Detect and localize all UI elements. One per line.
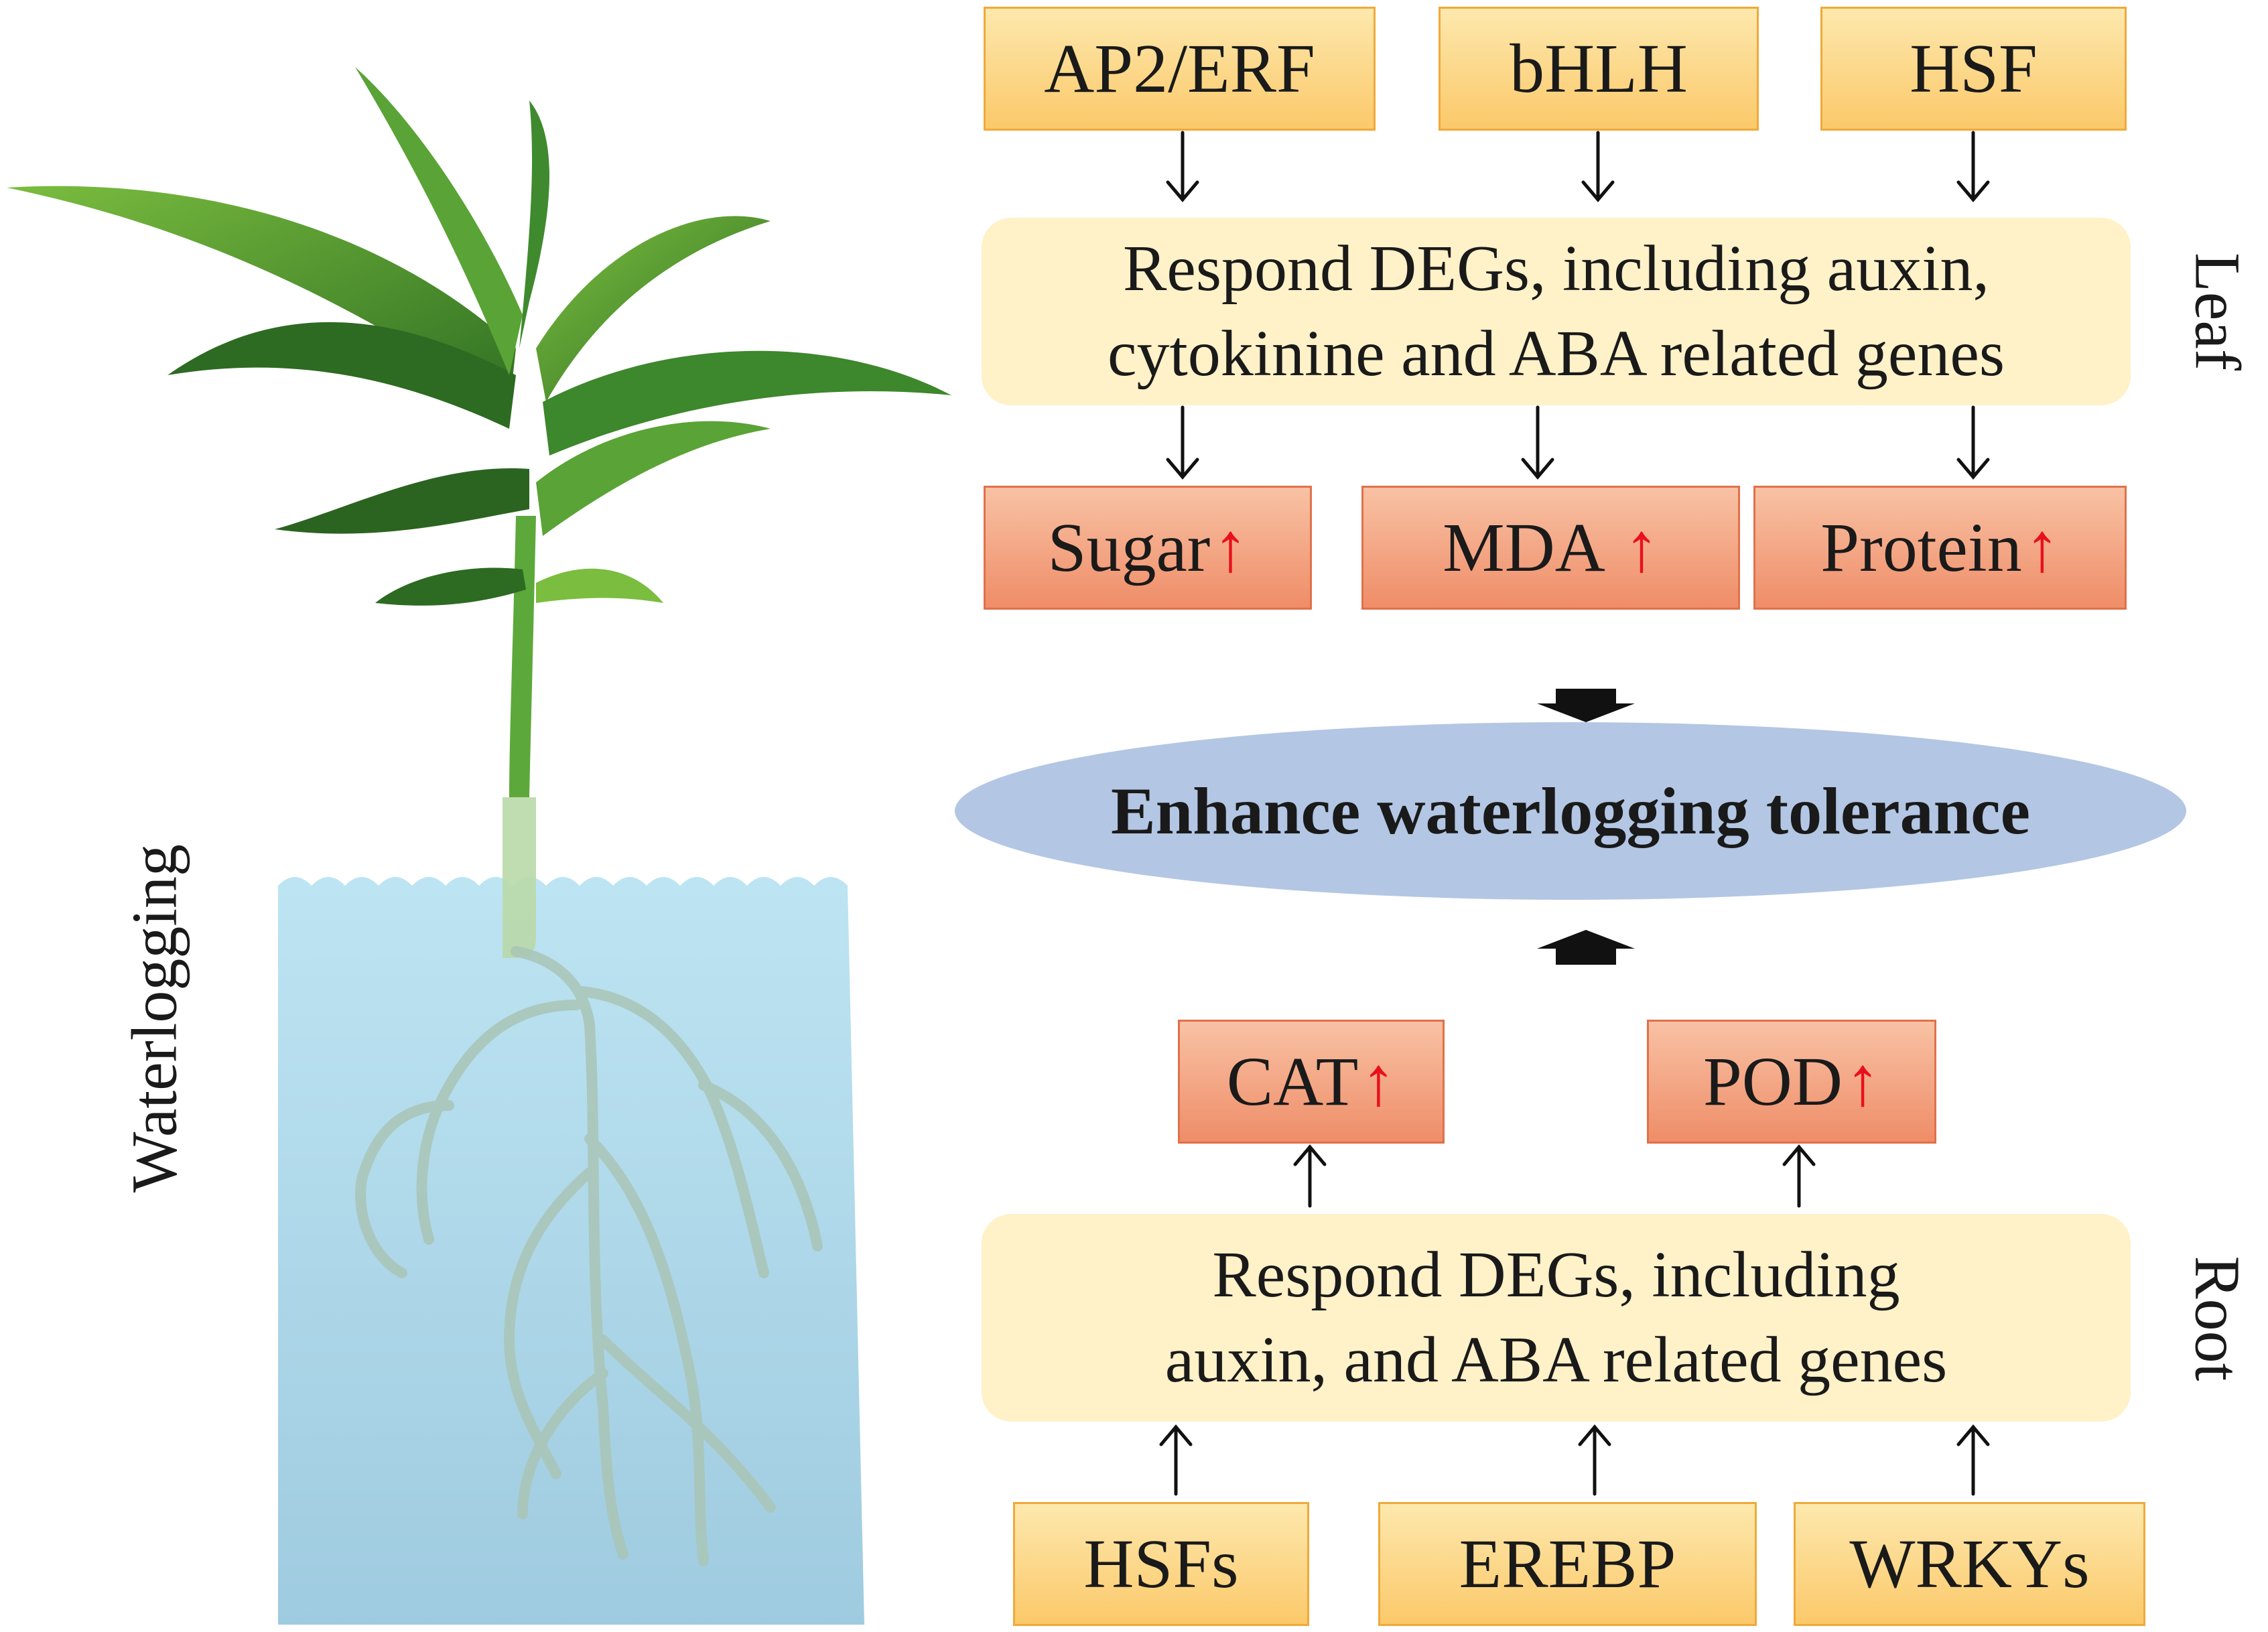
leaf-tf-bhlh: bHLH [1439, 7, 1759, 131]
enhance-tolerance-ellipse: Enhance waterlogging tolerance [955, 722, 2186, 900]
arrow-up-1 [1293, 1144, 1327, 1208]
roots [355, 946, 823, 1566]
leaf-product-mda: MDA↑ [1361, 486, 1740, 610]
root-tf-hsfs: HSFs [1013, 1502, 1309, 1626]
arrow-up-5 [1956, 1424, 1990, 1496]
arrow-up-2 [1782, 1144, 1816, 1208]
arrow-down-6 [1956, 405, 1990, 480]
arrow-down-2 [1581, 131, 1615, 202]
leaf-degs-line1: Respond DEGs, including auxin, [1123, 232, 1989, 305]
root-product-pod: POD↑ [1647, 1020, 1936, 1144]
arrow-up-4 [1578, 1424, 1611, 1496]
leaf-tf-hsf: HSF [1820, 7, 2127, 131]
root-degs-line2: auxin, and ABA related genes [1164, 1324, 1948, 1396]
arrow-down-1 [1166, 131, 1199, 202]
root-tf-erebp: EREBP [1378, 1502, 1757, 1626]
plant-illustration [7, 67, 951, 1625]
root-degs-box: Respond DEGs, including auxin, and ABA r… [982, 1214, 2131, 1422]
root-product-cat-label: CAT [1226, 1043, 1359, 1120]
arrow-down-5 [1521, 405, 1554, 480]
bold-arrow-down [1537, 689, 1635, 722]
leaf-product-protein: Protein↑ [1753, 486, 2127, 610]
up-arrow-icon: ↑ [1213, 509, 1248, 586]
root-product-pod-label: POD [1703, 1043, 1843, 1120]
leaf-product-protein-label: Protein [1820, 509, 2022, 586]
up-arrow-icon: ↑ [1361, 1043, 1396, 1120]
leaf-product-mda-label: MDA [1443, 509, 1605, 586]
leaf-tf-ap2-erf: AP2/ERF [984, 7, 1376, 131]
bold-arrow-up [1537, 930, 1635, 965]
root-degs-line1: Respond DEGs, including [1212, 1238, 1900, 1311]
root-product-cat: CAT↑ [1178, 1020, 1445, 1144]
leaf-degs-line2: cytokinine and ABA related genes [1108, 318, 2005, 390]
arrow-up-3 [1159, 1424, 1193, 1496]
root-tf-wrkys: WRKYs [1794, 1502, 2145, 1626]
arrow-down-3 [1956, 131, 1990, 202]
leaf-product-sugar: Sugar↑ [984, 486, 1312, 610]
water-body [278, 877, 864, 1625]
leaf-product-sugar-label: Sugar [1047, 509, 1211, 586]
arrow-down-4 [1166, 405, 1199, 480]
leaf-degs-box: Respond DEGs, including auxin, cytokinin… [982, 218, 2131, 405]
submerged-stem [503, 797, 536, 958]
up-arrow-icon: ↑ [1623, 509, 1659, 586]
up-arrow-icon: ↑ [1845, 1043, 1881, 1120]
up-arrow-icon: ↑ [2024, 509, 2060, 586]
